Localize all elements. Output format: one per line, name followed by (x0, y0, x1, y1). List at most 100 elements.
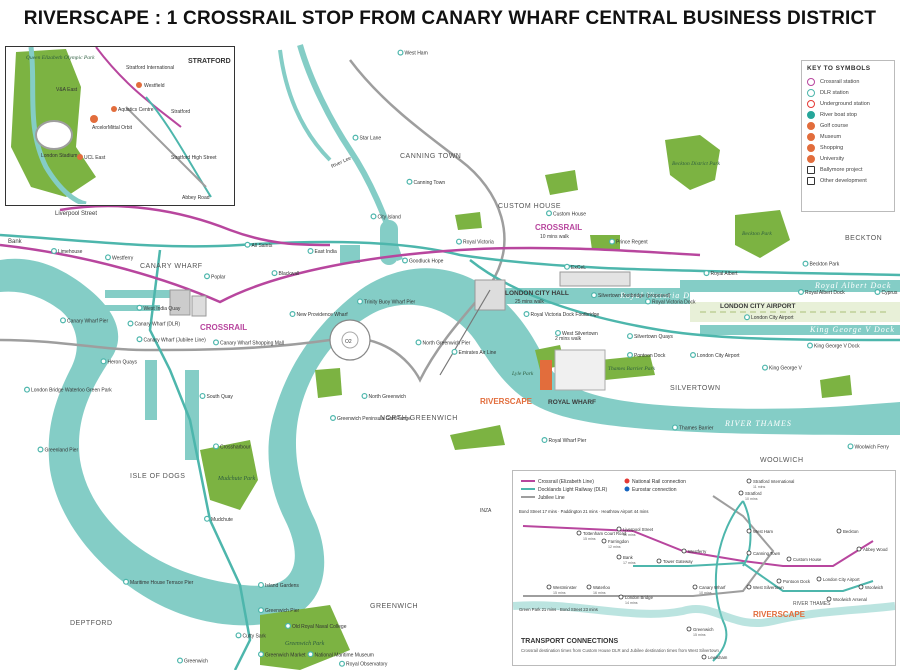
millwall-dock-2 (185, 370, 199, 460)
tc-station-label: Tottenham Court Road (583, 531, 627, 536)
inset-crossrail (95, 47, 182, 128)
station-label: Crossharbour (220, 444, 251, 450)
park-east (545, 170, 578, 195)
tc-station-label: Stratford (745, 491, 762, 496)
tc-station-label: Abbey Wood (863, 547, 888, 552)
legend-dlr: Docklands Light Railway (DLR) (538, 487, 608, 493)
key-item-label: Ballymore project (820, 166, 863, 173)
aquatics-icon (111, 106, 117, 112)
west-silvertown-walk: 2 mins walk (555, 336, 582, 342)
bank-label: Bank (8, 239, 23, 245)
river-boat-icon (807, 110, 815, 119)
station-dot (689, 352, 696, 359)
station-label: North Greenwich Pier (423, 340, 471, 346)
station-dot (671, 424, 678, 431)
tc-station-label: Beckton (843, 529, 859, 534)
area-silvertown: SILVERTOWN (670, 385, 721, 392)
tc-station-dot (686, 626, 692, 632)
station-label: Star Lane (360, 136, 382, 142)
station-dot (285, 622, 292, 629)
ucl-university-icon (77, 154, 83, 160)
station-dot (59, 317, 66, 324)
crossrail-line (0, 243, 701, 304)
tc-station-dot (746, 478, 752, 484)
station-label: Canary Wharf Shopping Mall (220, 340, 284, 346)
station-label: Custom House (553, 211, 586, 217)
station-label: Pontoon Dock (634, 353, 666, 359)
tc-station-dot (692, 584, 698, 590)
station-dot (307, 248, 314, 255)
inset-item-stratford: Stratford (171, 109, 190, 115)
station-label: West Ham (405, 51, 428, 57)
station-dot (554, 329, 561, 336)
station-dot (235, 632, 242, 639)
tc-station-label: Greenwich (693, 627, 714, 632)
dlr-isle-of-dogs (148, 249, 252, 670)
station-label: Blackwall (279, 271, 300, 277)
canary-wharf-tower-2 (191, 295, 207, 317)
station-label: ExCeL (571, 265, 586, 271)
station-label: London City Airport (697, 353, 740, 359)
station-label: King George V (769, 366, 802, 372)
park-golf-range (315, 368, 342, 398)
station-label: Poplar (211, 274, 226, 280)
tc-station-label: Stratford International (753, 479, 794, 484)
area-deptford: DEPTFORD (70, 620, 113, 627)
inset-item-high-street: Stratford High Street (171, 155, 217, 161)
tc-river (512, 601, 896, 627)
tc-station-label: Farringdon (608, 539, 629, 544)
station-label: National Maritime Museum (315, 652, 374, 658)
station-dot (402, 257, 409, 264)
river-thames-label: RIVER THAMES (724, 419, 792, 428)
tc-station-dot (546, 584, 552, 590)
station-label: Greenwich Pier (265, 608, 300, 614)
station-dot (563, 263, 570, 270)
westfield-shopping-icon (136, 82, 142, 88)
park-greenwich (260, 605, 350, 670)
canary-wharf-tower (169, 289, 191, 316)
station-dot (456, 238, 463, 245)
royal-wharf-development (554, 349, 606, 391)
station-dot (122, 578, 129, 585)
station-label: Westferry (112, 255, 134, 261)
tc-station-dot (856, 546, 862, 552)
tc-station-label: Pontoon Dock (783, 579, 811, 584)
key-item-label: River boat stop (820, 111, 857, 118)
station-label: Maritime House Terrace Pier (130, 580, 194, 586)
station-dot (339, 660, 346, 667)
page-title: RIVERSCAPE : 1 CROSSRAIL STOP FROM CANAR… (23, 8, 877, 29)
station-dot (397, 49, 404, 56)
station-dot (104, 254, 111, 261)
tc-station-label: Tower Gateway (663, 559, 693, 564)
station-dot (199, 392, 206, 399)
tc-dlr-1 (633, 561, 874, 592)
dlr-woolwich (469, 259, 900, 342)
station-dot (244, 241, 251, 248)
station-label: West India Quay (144, 306, 181, 312)
tc-station-dot (618, 594, 624, 600)
key-item-label: University (820, 155, 845, 162)
station-dot (523, 311, 530, 318)
park-thames-barrier (600, 355, 655, 380)
west-india-dock-2 (100, 305, 160, 311)
station-dot (258, 607, 265, 614)
university-icon (807, 154, 815, 163)
tc-jubilee (523, 495, 775, 597)
station-dot (127, 320, 134, 327)
station-label: King George V Dock (814, 344, 860, 350)
station-dot (307, 651, 314, 658)
inset-jubilee (125, 106, 207, 188)
inset-item-stadium: London Stadium (41, 153, 77, 159)
station-dot (37, 446, 44, 453)
other-development-icon (807, 176, 815, 185)
station-dot (352, 134, 359, 141)
tc-station-label: Woolwich Arsenal (833, 597, 867, 602)
key-item: Museum (807, 131, 889, 142)
station-dot (24, 386, 31, 393)
station-label: Goodluck Hope (409, 259, 444, 265)
tc-station-dot (601, 538, 607, 544)
key-item-label: Golf course (820, 122, 849, 129)
station-dot (50, 248, 57, 255)
